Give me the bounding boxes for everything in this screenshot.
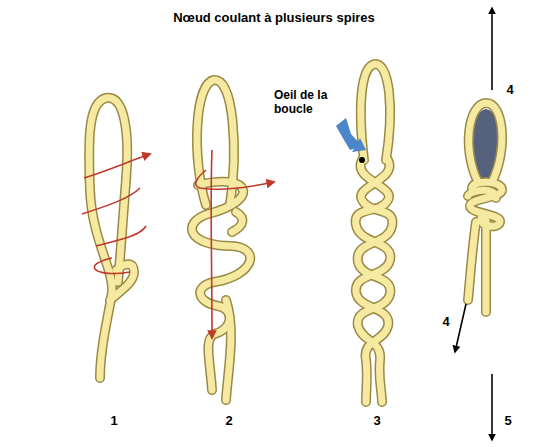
step-number: 4 bbox=[436, 314, 456, 330]
step-number: 5 bbox=[498, 413, 518, 429]
rope-outline bbox=[468, 103, 502, 312]
diagram-title: Nœud coulant à plusieurs spires bbox=[74, 10, 474, 26]
rope-outline bbox=[356, 64, 393, 402]
step-number: 2 bbox=[219, 413, 239, 429]
callout-label: Oeil de la boucle bbox=[274, 88, 352, 117]
threading-arrow bbox=[210, 150, 212, 338]
rope bbox=[192, 80, 250, 400]
wrap-path-arrow bbox=[82, 154, 150, 274]
rope bbox=[468, 103, 502, 312]
rope bbox=[356, 64, 393, 402]
pull-arrow bbox=[455, 304, 466, 352]
pointer-arrow-head bbox=[352, 138, 366, 152]
step-number: 1 bbox=[104, 413, 124, 429]
pull-arrow bbox=[491, 374, 493, 440]
step-number: 3 bbox=[367, 413, 387, 429]
wrap-path-arrow bbox=[196, 170, 274, 189]
rope-outline bbox=[192, 80, 250, 400]
eye-dot bbox=[359, 157, 365, 163]
step-number: 4 bbox=[500, 82, 520, 98]
pull-arrow bbox=[491, 8, 493, 90]
